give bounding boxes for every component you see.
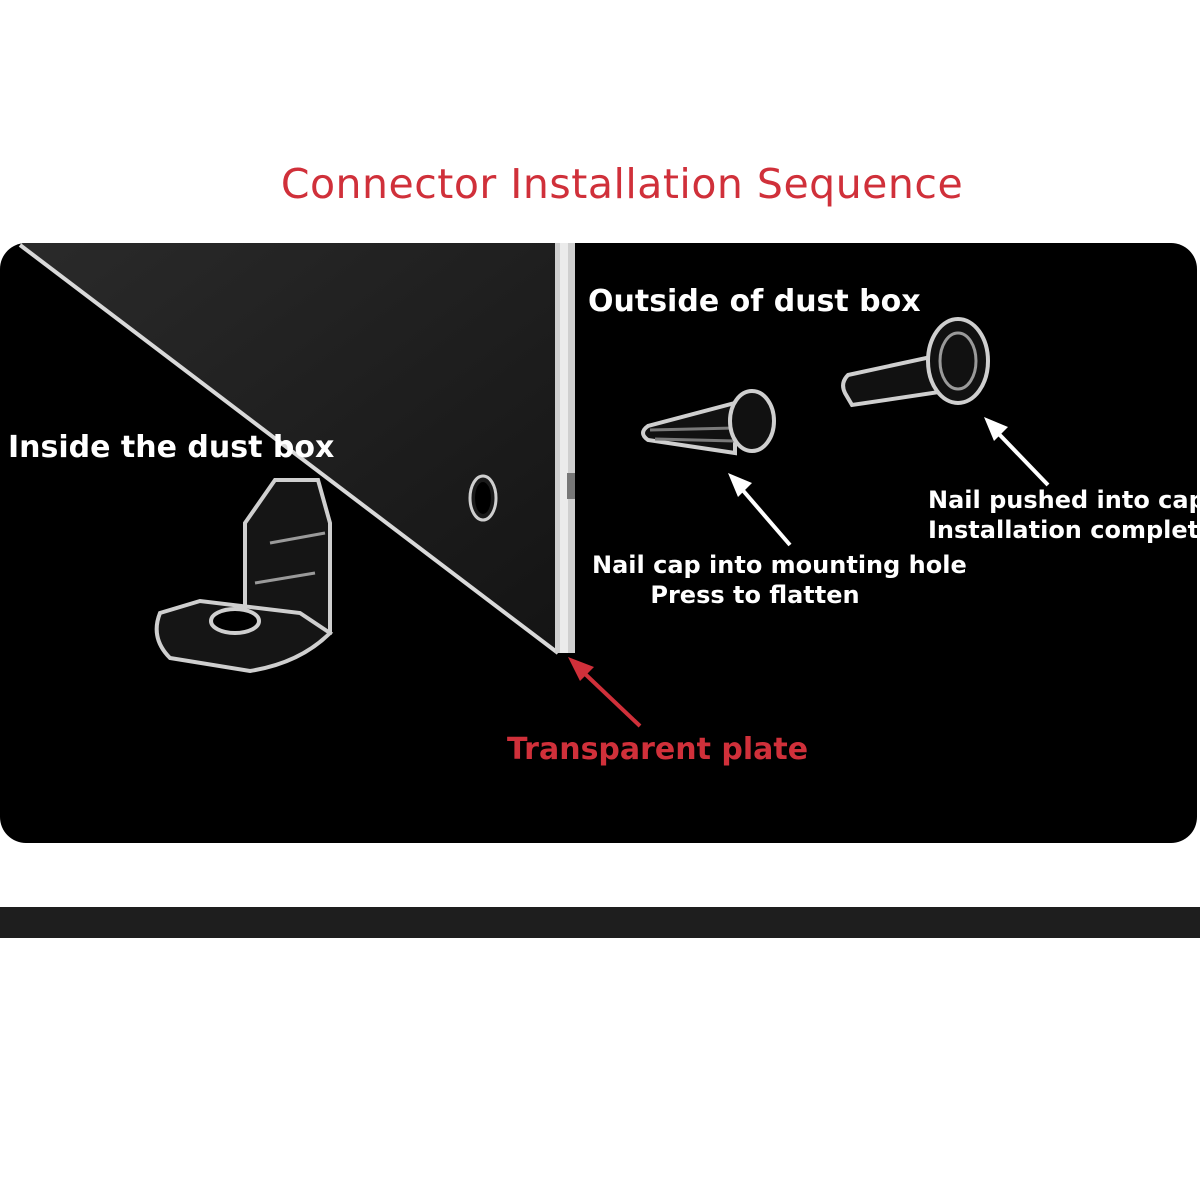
bracket-connector [154,478,334,674]
arrow-nail-cap [728,473,792,547]
transparent-plate [18,243,575,655]
arrow-transparent-plate [568,657,642,728]
diagram-illustration [18,243,1050,728]
label-outside-dust-box: Outside of dust box [588,284,921,319]
arrow-nail-completed [984,417,1050,487]
label-nail-pushed-line1: Nail pushed into cap [928,486,1197,514]
diagram-title: Connector Installation Sequence [280,160,964,208]
label-inside-dust-box: Inside the dust box [8,430,335,465]
bottom-divider-bar [0,907,1200,938]
label-nail-pushed-line2: Installation completed [928,516,1197,544]
label-nail-cap: Nail cap into mounting hole Press to fla… [592,551,967,609]
label-nail-cap-line1: Nail cap into mounting hole [592,551,967,579]
nail-cap [641,389,776,456]
label-transparent-plate: Transparent plate [507,732,809,767]
label-nail-cap-line2: Press to flatten [650,581,860,609]
nail-completed [841,317,990,408]
label-nail-pushed: Nail pushed into cap Installation comple… [928,486,1197,544]
diagram-panel: Inside the dust box Outside of dust box … [0,243,1197,843]
